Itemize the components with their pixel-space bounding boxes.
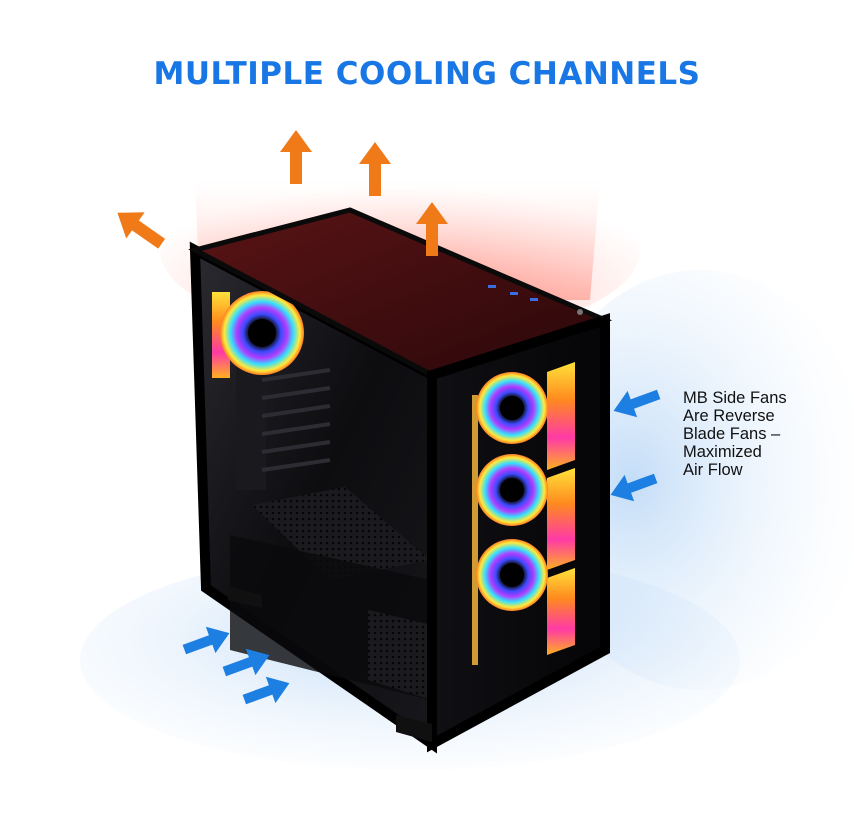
arrow-up-orange-icon (416, 202, 448, 256)
psu-shroud-mesh (252, 487, 430, 580)
arrow-up-orange-icon (359, 142, 391, 196)
front-rgb-strips (472, 362, 575, 665)
front-io-ports (488, 285, 583, 315)
case-foot-right (396, 715, 432, 742)
case-foot-left (228, 586, 262, 608)
psu-side-vent (368, 610, 432, 700)
arrow-right-blue-icon (242, 676, 290, 705)
side-note-line: Are Reverse (683, 407, 775, 425)
front-rgb-fan-3 (476, 539, 548, 611)
front-rgb-fan-1 (476, 372, 548, 444)
front-rgb-fan-2 (476, 454, 548, 526)
rear-rgb-fan (212, 291, 304, 378)
side-fan-note: MB Side Fans Are Reverse Blade Fans – Ma… (683, 389, 833, 479)
front-panel-frame (427, 313, 610, 753)
side-note-line: Maximized (683, 443, 762, 461)
arrow-up-orange-icon (280, 130, 312, 184)
side-note-line: MB Side Fans (683, 389, 787, 407)
top-mesh-panel (195, 210, 605, 375)
intake-arrows (182, 389, 661, 705)
arrow-right-blue-icon (222, 648, 270, 677)
headline: MULTIPLE COOLING CHANNELS (153, 56, 701, 92)
arrow-right-blue-icon (613, 389, 661, 418)
arrow-up-orange-icon (117, 212, 166, 249)
arrow-right-blue-icon (610, 473, 658, 502)
side-note-line: Air Flow (683, 461, 743, 479)
exhaust-arrows (117, 130, 448, 256)
side-note-line: Blade Fans – (683, 425, 781, 443)
arrow-right-blue-icon (182, 626, 230, 655)
pcie-slots (261, 368, 331, 472)
